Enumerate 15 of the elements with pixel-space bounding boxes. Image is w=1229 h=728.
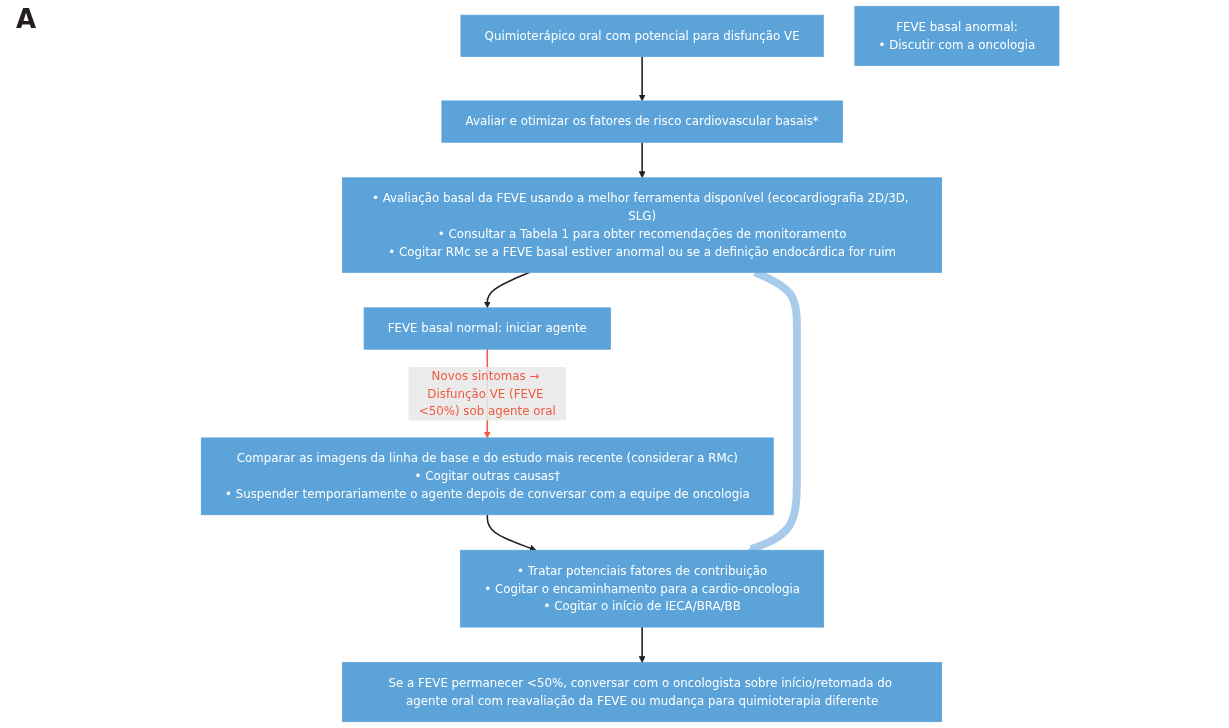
panel-letter: A: [16, 4, 37, 34]
node-box: Quimioterápico oral com potencial para disfunção VE: [460, 14, 824, 57]
node-box: FEVE basal anormal: • Discutir com a oncologia: [854, 5, 1060, 66]
arrow: [638, 141, 646, 179]
node-box: • Avaliação basal da FEVE usando a melhor ferramenta disponível (ecocardiografia 2D/3D, SLG) • Consultar a Tabela 1 para obter recomendações de monitoramento • Cogitar RMc se a FEVE basal estiver anormal ou se a definição endocárdica for ruim: [342, 177, 942, 273]
node-box: Se a FEVE permanecer <50%, conversar com o oncologista sobre início/retomada do agente oral com reavaliação da FEVE ou mudança para quimioterapia diferente: [342, 662, 942, 723]
arrow: [638, 626, 646, 663]
edge-label: Novos sintomas → Disfunção VE (FEVE <50%) sob agente oral: [418, 368, 556, 419]
node-box: Avaliar e otimizar os fatores de risco cardiovascular basais*: [441, 100, 843, 143]
node-box: FEVE basal normal: iniciar agente: [363, 307, 611, 350]
node-box: • Tratar potenciais fatores de contribuição • Cogitar o encaminhamento para a cardio-oncologia • Cogitar o início de IECA/BRA/BB: [460, 549, 824, 628]
arrow: [638, 55, 646, 102]
node-box: Comparar as imagens da linha de base e do estudo mais recente (considerar a RMc) • Cogitar outras causas† • Suspender temporariamente o agente depois de conversar com a equipe de oncologia: [200, 437, 774, 516]
arrow: [483, 271, 531, 309]
arrow: [486, 513, 537, 552]
